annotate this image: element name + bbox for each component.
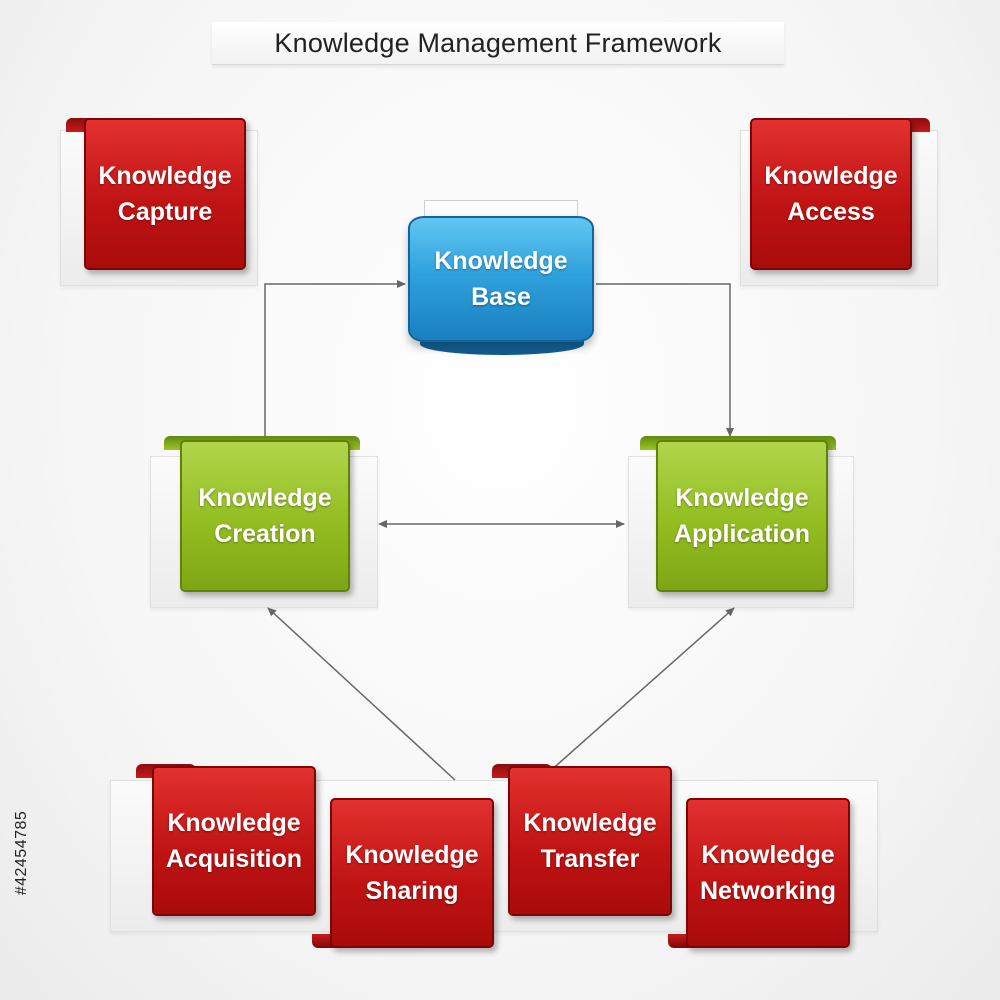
sharing-line2: Sharing bbox=[365, 877, 459, 905]
access-line1: Knowledge bbox=[764, 161, 898, 190]
node-knowledge-capture: Knowledge Capture bbox=[84, 118, 246, 270]
application-line2: Application bbox=[673, 520, 811, 548]
transfer-line2: Transfer bbox=[540, 845, 640, 873]
node-knowledge-base: Knowledge Base bbox=[408, 216, 594, 342]
node-knowledge-sharing: Knowledge Sharing bbox=[330, 798, 494, 948]
base-line1: Knowledge bbox=[434, 246, 568, 275]
edge-base-to-application bbox=[596, 283, 734, 437]
edge-creation-to-base bbox=[264, 280, 406, 438]
node-knowledge-application: Knowledge Application bbox=[656, 440, 828, 592]
title-banner: Knowledge Management Framework bbox=[212, 22, 784, 65]
capture-line1: Knowledge bbox=[98, 161, 232, 190]
diagram-title: Knowledge Management Framework bbox=[274, 27, 722, 58]
node-knowledge-acquisition: Knowledge Acquisition bbox=[152, 766, 316, 916]
networking-line2: Networking bbox=[699, 877, 837, 905]
acquisition-line1: Knowledge bbox=[167, 808, 301, 837]
edge-acquisition-to-creation bbox=[267, 607, 456, 781]
base-line2: Base bbox=[471, 283, 531, 311]
stock-id-label: #42454785 bbox=[13, 810, 30, 896]
application-line1: Knowledge bbox=[675, 483, 809, 512]
creation-line2: Creation bbox=[214, 520, 316, 548]
edge-transfer-to-application bbox=[539, 607, 735, 781]
node-knowledge-creation: Knowledge Creation bbox=[180, 440, 350, 592]
transfer-line1: Knowledge bbox=[523, 808, 657, 837]
node-knowledge-access: Knowledge Access bbox=[750, 118, 912, 270]
creation-line1: Knowledge bbox=[198, 483, 332, 512]
sharing-line1: Knowledge bbox=[345, 840, 479, 869]
node-knowledge-transfer: Knowledge Transfer bbox=[508, 766, 672, 916]
acquisition-line2: Acquisition bbox=[165, 845, 303, 873]
networking-line1: Knowledge bbox=[701, 840, 835, 869]
access-line2: Access bbox=[787, 198, 875, 226]
capture-line2: Capture bbox=[117, 198, 213, 226]
node-knowledge-networking: Knowledge Networking bbox=[686, 798, 850, 948]
